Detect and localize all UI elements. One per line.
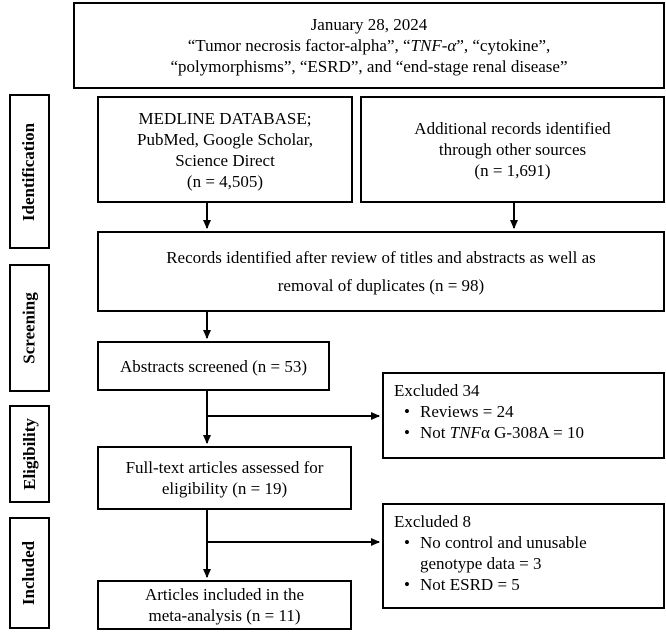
fulltext-assessed-box: Full-text articles assessed for eligibil… — [97, 446, 352, 510]
excluded-box-1: Excluded 34 Reviews = 24 Not TNFα G-308A… — [382, 372, 665, 459]
fulltext-line1: Full-text articles assessed for — [125, 458, 324, 477]
included-line1: Articles included in the — [144, 585, 305, 604]
database-records-box: MEDLINE DATABASE; PubMed, Google Scholar… — [97, 96, 353, 203]
excluded1-item-reviews: Reviews = 24 — [404, 401, 653, 422]
db-count: (n = 4,505) — [186, 171, 264, 191]
other-sources-box: Additional records identified through ot… — [360, 96, 665, 203]
abstracts-screened-box: Abstracts screened (n = 53) — [97, 341, 330, 391]
records-line2: removal of duplicates (n = 98) — [277, 275, 485, 295]
other-count: (n = 1,691) — [474, 161, 551, 180]
db-line3: Science Direct — [175, 150, 275, 170]
search-terms-line2: “polymorphisms”, “ESRD”, and “end-stage … — [170, 57, 568, 76]
search-terms-line1: “Tumor necrosis factor-alpha”, “TNF-α”, … — [187, 36, 551, 55]
stage-included: Included — [9, 517, 50, 629]
other-line1: Additional records identified — [414, 119, 611, 138]
stage-identification: Identification — [9, 94, 50, 249]
included-line2: meta-analysis (n = 11) — [148, 606, 301, 625]
excluded1-item-not-tnf: Not TNFα G-308A = 10 — [404, 422, 653, 443]
other-line2: through other sources — [438, 140, 587, 159]
stage-eligibility: Eligibility — [9, 405, 50, 503]
abstracts-text: Abstracts screened (n = 53) — [119, 356, 308, 376]
db-line2: PubMed, Google Scholar, — [137, 129, 313, 149]
excluded-box-2: Excluded 8 No control and unusablegenoty… — [382, 503, 665, 609]
excluded2-title: Excluded 8 — [394, 512, 471, 531]
db-line1: MEDLINE DATABASE; — [138, 108, 312, 128]
excluded1-title: Excluded 34 — [394, 381, 480, 400]
search-date: January 28, 2024 — [310, 15, 428, 34]
fulltext-line2: eligibility (n = 19) — [161, 479, 288, 498]
articles-included-box: Articles included in the meta-analysis (… — [97, 580, 352, 630]
search-criteria-box: January 28, 2024 “Tumor necrosis factor-… — [73, 2, 665, 89]
excluded2-item-not-esrd: Not ESRD = 5 — [404, 574, 653, 595]
records-identified-box: Records identified after review of title… — [97, 231, 665, 312]
records-line1: Records identified after review of title… — [166, 247, 596, 267]
stage-screening: Screening — [9, 264, 50, 392]
